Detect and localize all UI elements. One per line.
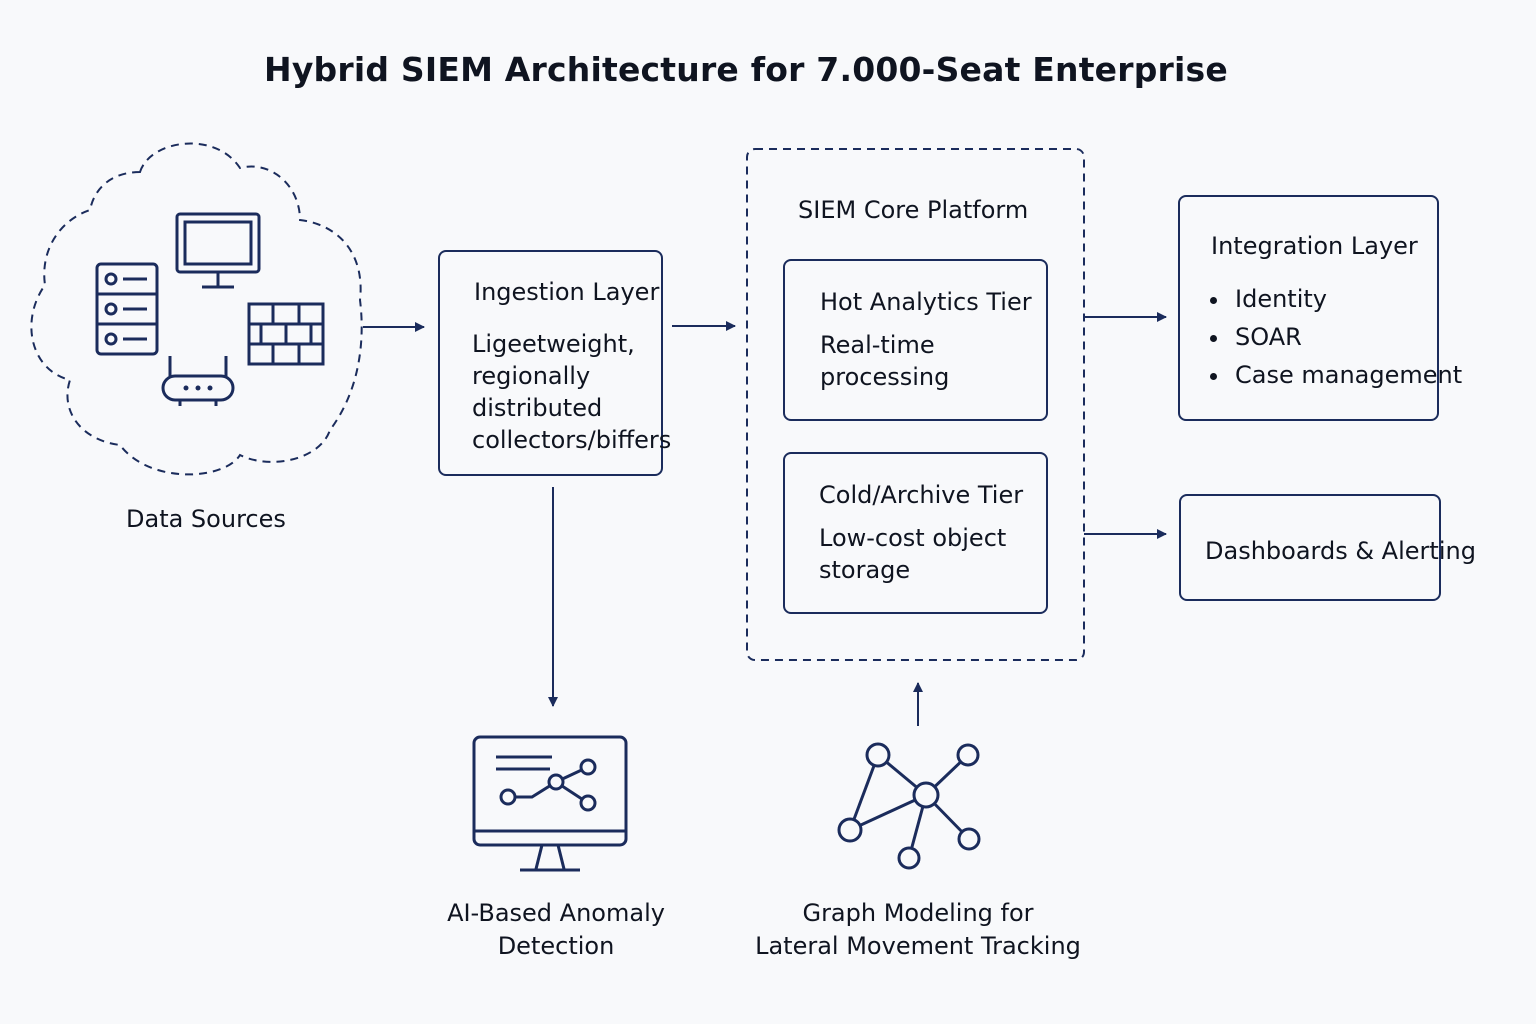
- ai-anomaly-caption: AI-Based Anomaly Detection: [406, 897, 706, 963]
- firewall-icon: [247, 302, 325, 366]
- cold-tier-line-2: storage: [819, 556, 911, 584]
- router-icon: [161, 356, 235, 406]
- ingestion-line-2: regionally: [472, 362, 591, 390]
- ai-caption-line-2: Detection: [497, 932, 615, 960]
- siem-core-container: [746, 148, 1085, 661]
- ingestion-line-1: Ligeetweight,: [472, 330, 635, 358]
- data-sources-label: Data Sources: [126, 505, 286, 533]
- hot-tier-line-1: Real-time: [820, 331, 935, 359]
- diagram-title: Hybrid SIEM Architecture for 7.000-Seat …: [264, 50, 1228, 89]
- dashboards-label: Dashboards & Alerting: [1205, 537, 1476, 565]
- siem-core-title: SIEM Core Platform: [798, 196, 1029, 224]
- monitor-chart-icon: [472, 735, 628, 872]
- graph-modeling-caption: Graph Modeling for Lateral Movement Trac…: [738, 897, 1098, 963]
- integration-layer-title: Integration Layer: [1211, 232, 1418, 260]
- data-sources-cloud: [30, 142, 363, 476]
- cold-tier-title: Cold/Archive Tier: [819, 481, 1024, 509]
- hot-analytics-box: [783, 259, 1048, 421]
- ingestion-line-3: distributed: [472, 394, 603, 422]
- cold-tier-line-1: Low-cost object: [819, 524, 1007, 552]
- graph-caption-line-1: Graph Modeling for: [802, 899, 1034, 927]
- hot-tier-line-2: processing: [820, 363, 950, 391]
- server-icon: [95, 262, 159, 356]
- ai-caption-line-1: AI-Based Anomaly: [447, 899, 665, 927]
- integration-item-soar: SOAR: [1210, 318, 1462, 356]
- ingestion-layer-box: [438, 250, 663, 476]
- ingestion-line-4: collectors/biffers: [472, 426, 672, 454]
- hot-tier-title: Hot Analytics Tier: [820, 288, 1032, 316]
- ingestion-layer-title: Ingestion Layer: [474, 278, 660, 306]
- dashboards-box: [1179, 494, 1441, 601]
- cold-archive-box: [783, 452, 1048, 614]
- network-graph-icon: [837, 742, 981, 870]
- integration-layer-box: [1178, 195, 1439, 421]
- integration-list: Identity SOAR Case management: [1210, 280, 1462, 394]
- integration-item-case-management: Case management: [1210, 356, 1462, 394]
- monitor-icon: [175, 212, 261, 289]
- graph-caption-line-2: Lateral Movement Tracking: [755, 932, 1081, 960]
- integration-item-identity: Identity: [1210, 280, 1462, 318]
